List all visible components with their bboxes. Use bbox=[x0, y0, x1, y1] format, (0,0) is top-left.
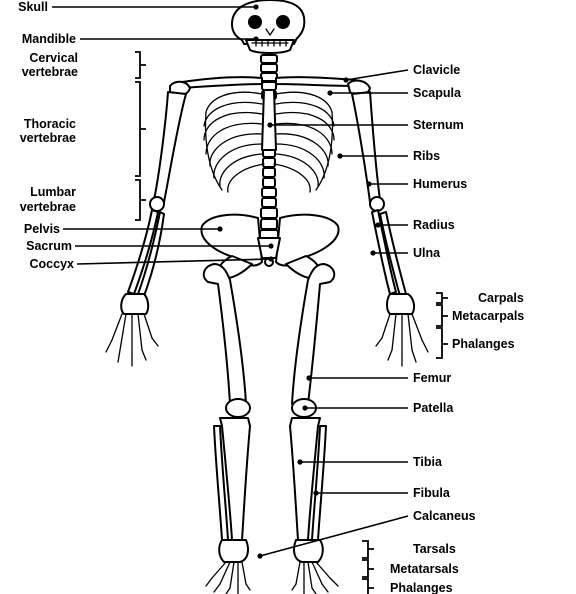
label-thoracic-line2: vertebrae bbox=[20, 131, 76, 145]
lumbar-bracket bbox=[135, 179, 146, 221]
label-ribs: Ribs bbox=[413, 149, 440, 163]
label-cervical-line2: vertebrae bbox=[22, 65, 78, 79]
label-clavicle: Clavicle bbox=[413, 63, 460, 77]
forearm-shape bbox=[127, 209, 407, 297]
clavicle-leader bbox=[345, 69, 409, 81]
label-calcaneus: Calcaneus bbox=[413, 509, 476, 523]
label-sternum: Sternum bbox=[413, 118, 464, 132]
brackets bbox=[135, 51, 448, 594]
label-ulna: Ulna bbox=[413, 246, 441, 260]
cervical-bracket bbox=[135, 51, 146, 79]
label-scapula: Scapula bbox=[413, 86, 462, 100]
label-cervical-line1: Cervical bbox=[29, 51, 78, 65]
label-pelvis: Pelvis bbox=[24, 222, 60, 236]
skeleton-figure bbox=[105, 0, 429, 594]
mandible-shape bbox=[245, 39, 295, 54]
label-tarsals: Tarsals bbox=[413, 542, 456, 556]
labels: Skull Mandible Cervical vertebrae Thorac… bbox=[18, 0, 524, 594]
label-thoracic-line1: Thoracic bbox=[24, 117, 76, 131]
hand-shape bbox=[105, 293, 429, 367]
label-lumbar-line2: vertebrae bbox=[20, 200, 76, 214]
femur-shape bbox=[202, 263, 336, 405]
coccyx-leader bbox=[76, 258, 272, 265]
label-radius: Radius bbox=[413, 218, 455, 232]
label-mandible: Mandible bbox=[22, 32, 76, 46]
thoracic-bracket bbox=[135, 81, 146, 177]
label-phalanges-hand: Phalanges bbox=[452, 337, 515, 351]
label-sacrum: Sacrum bbox=[26, 239, 72, 253]
label-tibia: Tibia bbox=[413, 455, 443, 469]
lower-leg-shape bbox=[213, 417, 327, 541]
leader-lines bbox=[52, 4, 409, 559]
carpals-bracket bbox=[436, 292, 448, 304]
label-coccyx: Coccyx bbox=[30, 257, 75, 271]
tarsals-bracket bbox=[362, 540, 374, 559]
label-femur: Femur bbox=[413, 371, 451, 385]
label-lumbar-line1: Lumbar bbox=[30, 185, 76, 199]
humerus-shape bbox=[149, 91, 385, 212]
calcaneus-leader bbox=[259, 515, 409, 557]
label-patella: Patella bbox=[413, 401, 454, 415]
label-fibula: Fibula bbox=[413, 486, 451, 500]
foot-shape bbox=[205, 539, 339, 594]
label-phalanges-foot: Phalanges bbox=[390, 581, 453, 594]
metacarpals-bracket bbox=[436, 304, 448, 327]
label-humerus: Humerus bbox=[413, 177, 467, 191]
metatarsals-bracket bbox=[362, 559, 374, 578]
label-metacarpals: Metacarpals bbox=[452, 309, 524, 323]
phalanges-foot-bracket bbox=[362, 578, 374, 594]
label-metatarsals: Metatarsals bbox=[390, 562, 459, 576]
phalanges-hand-bracket bbox=[436, 327, 448, 359]
label-skull: Skull bbox=[18, 0, 48, 14]
rib-cage-shape bbox=[203, 89, 335, 193]
label-carpals: Carpals bbox=[478, 291, 524, 305]
